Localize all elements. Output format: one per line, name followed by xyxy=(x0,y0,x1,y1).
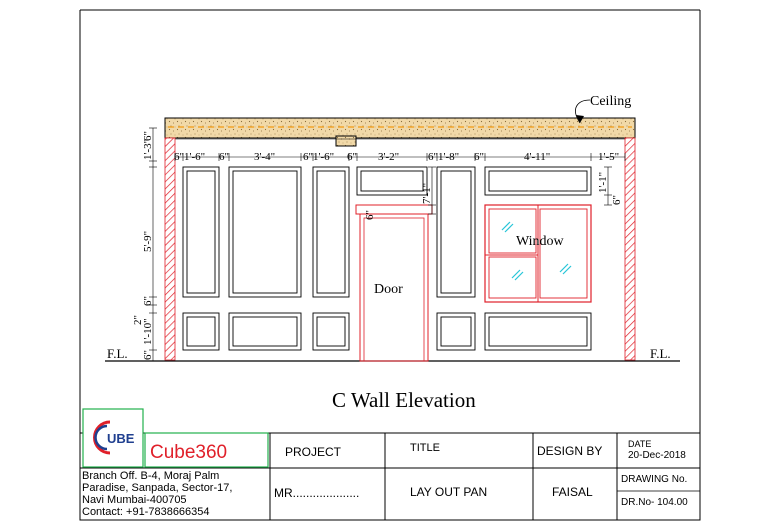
left-dimension-chain: 1'-3" 6" 5'-9" 6" 2" 1'-10" 6" xyxy=(132,127,157,362)
left-dim-3: 5'-9" xyxy=(142,231,154,252)
window-label: Window xyxy=(516,234,565,249)
address-line-1: Branch Off. B-4, Moraj Palm xyxy=(82,470,219,482)
drawing-title: C Wall Elevation xyxy=(332,388,476,412)
top-dim-2: 1'-6" xyxy=(184,151,205,163)
top-dim-4: 3'-4" xyxy=(254,151,275,163)
date-value: 20-Dec-2018 xyxy=(628,450,686,461)
top-dimension-chain: 6" 1'-6" 6" 3'-4" 6" 1'-6" 6" 3'-2" 6" 1… xyxy=(174,151,626,163)
title-label: TITLE xyxy=(410,442,440,454)
right-dimension-chain: 1'-1" 6" xyxy=(597,166,623,206)
glass-reflection-marks xyxy=(501,221,572,281)
door-label: Door xyxy=(374,282,403,297)
ceiling-label: Ceiling xyxy=(590,94,631,109)
left-dim-7: 6" xyxy=(142,350,154,360)
side-walls xyxy=(164,137,636,361)
project-label: PROJECT xyxy=(285,445,342,459)
top-dim-3: 6" xyxy=(219,151,229,163)
title-block xyxy=(79,432,701,521)
door-dim-1: 6" xyxy=(364,210,376,220)
left-dim-4: 6" xyxy=(142,296,154,306)
floor-label-right: F.L. xyxy=(650,346,671,361)
top-dim-9: 6" xyxy=(428,151,438,163)
title-value: LAY OUT PAN xyxy=(410,485,487,499)
door-dim-2: 7'-1" xyxy=(421,183,433,204)
floor-label-left: F.L. xyxy=(107,346,128,361)
top-dim-8: 3'-2" xyxy=(378,151,399,163)
address-line-4: Contact: +91-7838666354 xyxy=(82,506,210,518)
door: Door xyxy=(355,204,433,362)
top-dim-13: 1'-5" xyxy=(598,151,619,163)
door-dimension-chain: 6" 7'-1" xyxy=(364,166,436,220)
company-name: Cube360 xyxy=(150,442,227,463)
ceiling: Ceiling xyxy=(164,94,636,147)
design-by-label: DESIGN BY xyxy=(537,444,602,458)
left-dim-6: 1'-10" xyxy=(142,318,154,345)
top-dim-1: 6" xyxy=(174,151,184,163)
top-dim-11: 6" xyxy=(474,151,484,163)
top-dim-12: 4'-11" xyxy=(524,151,550,163)
right-dim-2: 6" xyxy=(611,195,623,205)
top-dim-5: 6" xyxy=(303,151,313,163)
floor-line: F.L. F.L. xyxy=(105,346,680,362)
top-dim-7: 6" xyxy=(347,151,357,163)
left-dim-2: 6" xyxy=(142,131,154,141)
client-name: MR.................... xyxy=(274,486,359,500)
window: Window xyxy=(484,204,592,303)
drawing-no-label: DRAWING No. xyxy=(621,474,687,485)
drawing-no-value: DR.No- 104.00 xyxy=(621,497,688,508)
company-logo: UBE xyxy=(82,408,144,468)
date-label: DATE xyxy=(628,439,651,449)
left-dim-5: 2" xyxy=(132,315,144,325)
right-dim-1: 1'-1" xyxy=(597,172,609,193)
address-line-3: Navi Mumbai-400705 xyxy=(82,494,187,506)
lower-wall-panels xyxy=(182,312,592,351)
address-line-2: Paradise, Sanpada, Sector-17, xyxy=(82,482,232,494)
company-address: Branch Off. B-4, Moraj Palm Paradise, Sa… xyxy=(82,470,232,518)
design-by-value: FAISAL xyxy=(552,485,593,499)
left-dim-1: 1'-3" xyxy=(142,139,154,160)
logo-text: UBE xyxy=(107,431,135,446)
top-dim-6: 1'-6" xyxy=(313,151,334,163)
top-dim-10: 1'-8" xyxy=(438,151,459,163)
company-name-box: Cube360 xyxy=(144,432,269,468)
upper-wall-panels xyxy=(182,166,592,298)
